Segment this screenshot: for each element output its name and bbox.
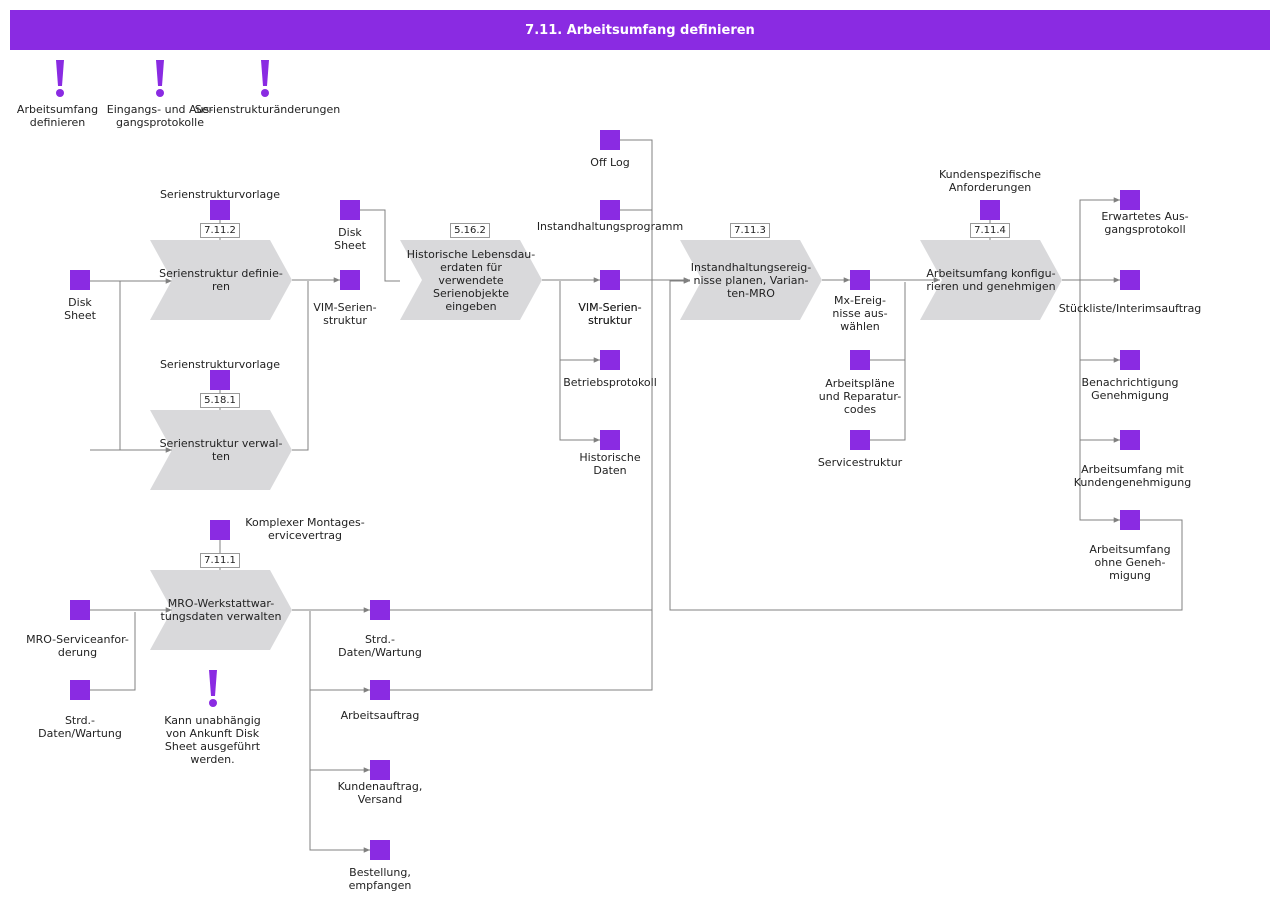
data-object-o1[interactable]: [210, 200, 230, 220]
object-label-o6: MRO-Serviceanfor- derung: [26, 633, 129, 659]
data-object-o10[interactable]: [370, 600, 390, 620]
connector-line: [870, 360, 906, 441]
object-label-o4: Serienstrukturvorlage: [159, 358, 281, 371]
object-label-o2: Disk Sheet: [64, 296, 96, 322]
object-label-o3: VIM-Serien- struktur: [313, 301, 377, 327]
process-id-tag-p3: 7.11.1: [200, 553, 240, 568]
connector-line: [292, 281, 309, 451]
exclamation-icon: [209, 670, 217, 707]
data-object-o13[interactable]: [370, 840, 390, 860]
data-object-o6[interactable]: [70, 600, 90, 620]
data-object-o23[interactable]: [1120, 190, 1140, 210]
object-label-o20: Arbeitspläne und Reparatur- codes: [818, 377, 902, 416]
connector-line: [1079, 280, 1120, 363]
process-step-p5[interactable]: [680, 240, 822, 320]
data-object-o27[interactable]: [1120, 510, 1140, 530]
connector-line: [90, 612, 136, 691]
connector-line: [390, 139, 653, 611]
legend-label-lg2: Eingangs- und Aus- gangsprotokolle: [106, 103, 214, 129]
process-label-p5: Instandhaltungsereig- nisse planen, Vari…: [690, 260, 812, 300]
legend-label-lg3: Serienstrukturänderungen: [194, 103, 341, 116]
connector-line: [360, 209, 400, 282]
process-id-tag-p5: 7.11.3: [730, 223, 770, 238]
data-objects: [70, 130, 1140, 860]
object-label-o24: Stückliste/Interimsauftrag: [1058, 302, 1202, 315]
exclamation-icon: [56, 60, 64, 97]
object-label-o17: Betriebsprotokoll: [563, 376, 657, 389]
process-step-p1[interactable]: [150, 240, 292, 320]
data-object-o26[interactable]: [1120, 430, 1140, 450]
connector-line: [1079, 440, 1120, 523]
exclamation-icon: [156, 60, 164, 97]
object-label-o11: Arbeitsauftrag: [340, 709, 420, 722]
connector-line: [390, 610, 653, 691]
object-label-o22: Kundenspezifische Anforderungen: [938, 168, 1042, 194]
data-object-o2[interactable]: [70, 270, 90, 290]
object-label-o9: VIM-Serien- struktur: [578, 301, 642, 327]
data-object-o4[interactable]: [210, 370, 230, 390]
data-object-o11[interactable]: [370, 680, 390, 700]
data-object-o18[interactable]: [600, 430, 620, 450]
data-object-o22[interactable]: [980, 200, 1000, 220]
process-steps: [150, 240, 1062, 650]
data-object-o15[interactable]: [600, 200, 620, 220]
object-label-o1: Serienstrukturvorlage: [159, 188, 281, 201]
process-id-tag-p1: 7.11.2: [200, 223, 240, 238]
legend-label-lg1: Arbeitsumfang definieren: [16, 103, 99, 129]
exclamation-icon: [261, 60, 269, 97]
process-label-p6: Arbeitsumfang konfigu- rieren und genehm…: [926, 267, 1056, 293]
object-label-o12: Kundenauftrag, Versand: [337, 780, 423, 806]
note-icons: [56, 60, 269, 707]
object-label-o13: Bestellung, empfangen: [348, 866, 412, 892]
object-label-o21: Servicestruktur: [817, 456, 903, 469]
data-object-o5[interactable]: [210, 520, 230, 540]
data-object-o12[interactable]: [370, 760, 390, 780]
object-label-o16: VIM-Serien- struktur: [578, 301, 642, 327]
connector-line: [1062, 197, 1120, 281]
process-step-p4[interactable]: [400, 240, 542, 320]
object-label-o8: Disk Sheet: [334, 226, 366, 252]
object-label-o25: Benachrichtigung Genehmigung: [1081, 376, 1179, 402]
process-id-tag-p2: 5.18.1: [200, 393, 240, 408]
process-id-tag-p4: 5.16.2: [450, 223, 490, 238]
process-step-p2[interactable]: [150, 410, 292, 490]
data-object-o25[interactable]: [1120, 350, 1140, 370]
object-label-o5: Komplexer Montages- ervicevertrag: [245, 516, 365, 542]
object-label-o7: Strd.- Daten/Wartung: [38, 714, 122, 740]
object-label-o18: Historische Daten: [579, 451, 641, 477]
object-label-o15: Instandhaltungsprogramm: [536, 220, 684, 233]
connector-line: [309, 770, 370, 853]
data-object-o24[interactable]: [1120, 270, 1140, 290]
object-label-o10: Strd.- Daten/Wartung: [338, 633, 422, 659]
object-label-o19: Mx-Ereig- nisse aus- wählen: [832, 294, 888, 333]
data-object-o17[interactable]: [600, 350, 620, 370]
diagram-title-bar: 7.11. Arbeitsumfang definieren: [10, 10, 1270, 50]
data-object-o20[interactable]: [850, 350, 870, 370]
process-label-p1: Serienstruktur definie- ren: [159, 267, 283, 293]
connector-line: [309, 690, 370, 773]
connector-line: [669, 278, 1183, 611]
process-step-p6[interactable]: [920, 240, 1062, 320]
object-label-o27: Arbeitsumfang ohne Geneh- migung: [1089, 543, 1171, 582]
process-id-tag-p6: 7.11.4: [970, 223, 1010, 238]
data-object-o21[interactable]: [850, 430, 870, 450]
data-object-o3[interactable]: [340, 270, 360, 290]
data-object-o8[interactable]: [340, 200, 360, 220]
data-object-o16[interactable]: [600, 270, 620, 290]
process-label-p4: Historische Lebensdau- erdaten für verwe…: [406, 247, 536, 313]
object-label-o14: Off Log: [590, 156, 630, 169]
object-label-o23: Erwartetes Aus- gangsprotokoll: [1101, 210, 1189, 236]
process-label-p2: Serienstruktur verwal- ten: [159, 437, 283, 463]
data-object-o19[interactable]: [850, 270, 870, 290]
data-object-o7[interactable]: [70, 680, 90, 700]
process-step-p3[interactable]: [150, 570, 292, 650]
process-label-p3: MRO-Werkstattwar- tungsdaten verwalten: [160, 597, 282, 623]
note-label: Kann unabhängig von Ankunft Disk Sheet a…: [164, 714, 261, 766]
object-label-o26: Arbeitsumfang mit Kundengenehmigung: [1073, 463, 1192, 489]
connectors: [90, 139, 1183, 853]
connector-line: [559, 360, 600, 443]
data-object-o14[interactable]: [600, 130, 620, 150]
diagram-title: 7.11. Arbeitsumfang definieren: [525, 22, 755, 38]
